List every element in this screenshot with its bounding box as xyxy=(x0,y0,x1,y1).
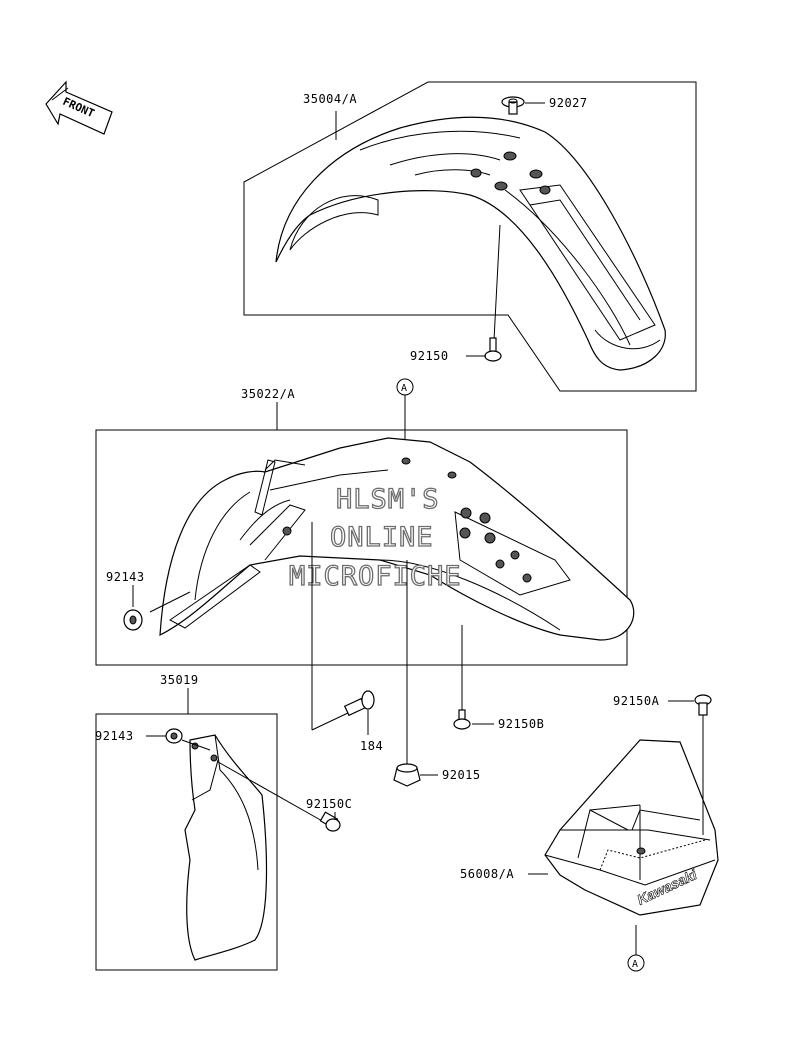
collar-92143-left-part xyxy=(123,609,143,631)
label-92150: 92150 xyxy=(410,349,449,363)
bolt-92150c-part xyxy=(319,811,341,832)
bolt-92150-part xyxy=(484,337,502,362)
svg-text:A: A xyxy=(401,383,407,394)
rear-fender-outline-box xyxy=(95,429,628,666)
nut-92015-part xyxy=(393,763,421,787)
label-92150a: 92150A xyxy=(613,694,660,708)
watermark: HLSM'S ONLINE MICROFICHE xyxy=(288,483,462,592)
front-fender-group: 35004/A 92027 xyxy=(243,81,697,392)
svg-text:ONLINE: ONLINE xyxy=(330,522,434,553)
nut-92027-part xyxy=(501,96,525,115)
label-92150c: 92150C xyxy=(306,797,352,811)
label-184: 184 xyxy=(360,739,383,753)
label-35004a: 35004/A xyxy=(303,92,357,106)
rear-fender-part xyxy=(159,437,635,641)
label-92015: 92015 xyxy=(442,768,481,782)
front-fender-part xyxy=(275,116,666,371)
label-92143-flap: 92143 xyxy=(95,729,134,743)
label-56008a: 56008/A xyxy=(460,867,514,881)
label-92143-left: 92143 xyxy=(106,570,145,584)
bolt-184-part xyxy=(343,690,375,717)
svg-text:HLSM'S: HLSM'S xyxy=(336,484,440,515)
label-92027: 92027 xyxy=(549,96,588,110)
mud-flap-outline-box xyxy=(95,713,278,971)
box-cover-group: Kawasaki 56008/A 92150A A xyxy=(460,694,719,972)
front-arrow-icon: FRONT xyxy=(45,80,113,135)
mud-flap-part xyxy=(184,734,268,961)
label-92150b: 92150B xyxy=(498,717,544,731)
mud-flap-group: 35019 92143 92150C xyxy=(95,673,352,971)
reference-a-top: A xyxy=(396,378,414,440)
label-35019: 35019 xyxy=(160,673,199,687)
rear-fender-group: 35022/A xyxy=(95,387,635,666)
front-fender-outline-box xyxy=(243,81,697,392)
svg-text:A: A xyxy=(632,959,638,970)
collar-92143-flap-part xyxy=(165,728,183,744)
bolt-92150a-part xyxy=(694,694,712,716)
svg-text:MICROFICHE: MICROFICHE xyxy=(289,561,462,592)
box-cover-part: Kawasaki xyxy=(544,739,719,916)
label-35022a: 35022/A xyxy=(241,387,295,401)
bolt-92150b-part xyxy=(453,709,471,730)
reference-a-bottom: A xyxy=(627,954,645,972)
